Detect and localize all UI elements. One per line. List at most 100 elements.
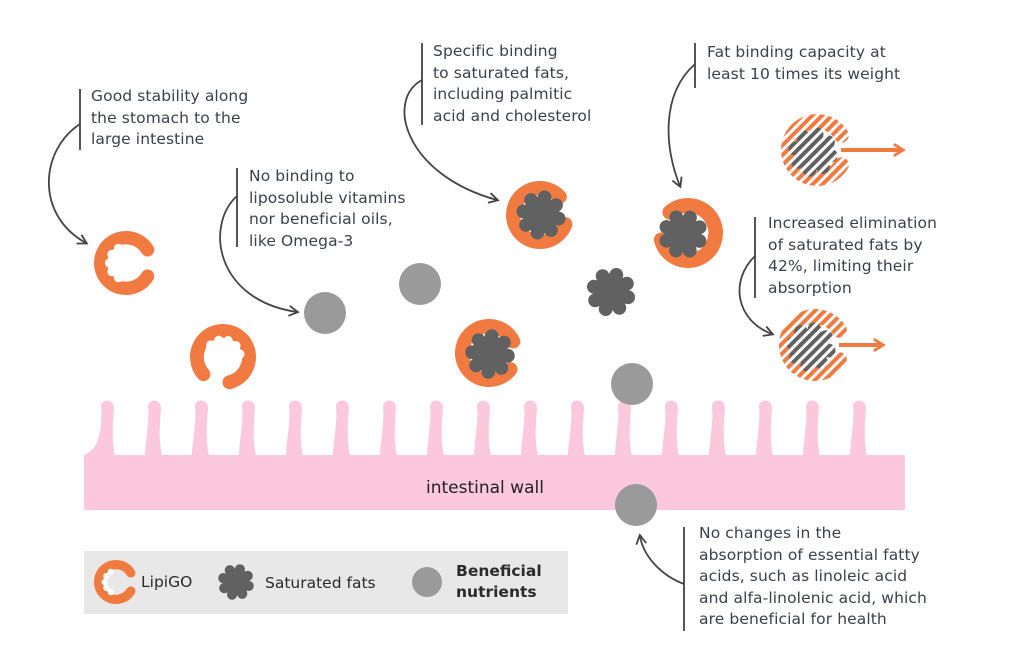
callout-essential-fatty-acids: No changes in the absorption of essentia… (699, 523, 927, 631)
callout-line: 42%, limiting their (768, 257, 914, 275)
saturated-fat-bound-2 (659, 210, 707, 258)
fat-lobe (682, 243, 697, 258)
lipigo-notch (223, 335, 233, 346)
lipigo-body (455, 319, 521, 387)
legend-label-saturated-fats: Saturated fats (265, 574, 376, 592)
fat-lobe (219, 583, 230, 594)
fat-lobe (683, 210, 697, 225)
callout-line: nor beneficial oils, (249, 210, 393, 228)
callout-line: Fat binding capacity at (707, 43, 886, 61)
fat-lobe (609, 267, 624, 282)
lipigo-bound-3 (455, 319, 521, 387)
lipigo-body (190, 324, 256, 390)
fat-lobe (586, 279, 601, 294)
fat-lobe (496, 335, 511, 350)
callout-line: including palmitic (433, 85, 573, 103)
callout-line: to saturated fats, (433, 63, 570, 82)
callout-line: of saturated fats by (768, 235, 923, 254)
lipigo-notch (206, 340, 216, 350)
villus (614, 400, 636, 470)
arrow-essential-fatty-acids (635, 533, 685, 585)
lipigo-icon (94, 560, 136, 604)
fat-lobe (692, 220, 707, 235)
saturated-fat-bound-3 (465, 329, 515, 379)
lipigo-notch (107, 267, 117, 277)
saturated-fat-icon (218, 564, 254, 600)
fat-lobe (544, 223, 558, 237)
villus (708, 400, 730, 470)
fat-lobe (659, 233, 674, 248)
lipigo-notch (113, 273, 123, 283)
lipigo-free-2 (190, 324, 256, 390)
fat-lobe (612, 300, 627, 315)
lipigo-notch (107, 589, 114, 596)
fat-lobe (549, 198, 563, 212)
villus (97, 400, 119, 470)
callout-line: Increased elimination (768, 214, 938, 232)
callout-line: acids, such as linoleic acid (699, 567, 908, 585)
callout-line: Good stability along (91, 87, 249, 105)
arrow-elimination (738, 255, 775, 337)
arrow-no-vitamin-binding (219, 195, 300, 317)
fat-lobe (218, 572, 229, 584)
lipigo-notch (107, 568, 114, 575)
villus (238, 400, 260, 470)
fat-lobe (471, 333, 486, 348)
fat-lobe (242, 570, 253, 581)
callout-line: Specific binding (433, 42, 558, 60)
villus (191, 400, 213, 470)
fat-lobe (234, 564, 246, 575)
legend-label-beneficial: Beneficial (456, 562, 542, 580)
fat-lobe (669, 243, 683, 258)
callout-line: absorption of essential fatty (699, 545, 920, 564)
intestinal-wall-base (84, 470, 905, 510)
lipigo-notch (113, 243, 123, 253)
callout-line: liposoluble vitamins (249, 188, 406, 207)
villus (285, 400, 307, 470)
intestinal-wall (84, 400, 905, 510)
eliminated-complex-1 (779, 112, 902, 188)
fat-lobe (530, 225, 545, 240)
lipigo-notch (235, 349, 245, 359)
fat-lobe (237, 588, 248, 599)
fat-lobe (465, 345, 480, 360)
fat-lobe (494, 360, 509, 375)
villus (426, 400, 448, 470)
lipigo-body (94, 231, 155, 295)
lipigo-body (506, 181, 573, 249)
villus (755, 400, 777, 470)
fat-lobe (619, 276, 634, 291)
lipigo-notch (104, 258, 114, 268)
callout-line: like Omega-3 (249, 231, 354, 250)
villus (144, 400, 166, 470)
beneficial-nutrient-2 (399, 263, 441, 305)
villus (379, 400, 401, 470)
fat-lobe (243, 580, 254, 592)
fat-lobe (537, 190, 552, 205)
beneficial-nutrient-absorbed (615, 484, 657, 526)
villus (473, 400, 495, 470)
fat-lobe (516, 204, 531, 219)
villus (661, 400, 683, 470)
villus (567, 400, 589, 470)
callout-line: No changes in the (699, 524, 842, 542)
beneficial-nutrient-icon (412, 567, 442, 597)
fat-lobe (481, 364, 496, 379)
villus (849, 400, 871, 470)
stripe-overlay (779, 112, 855, 188)
villus (332, 400, 354, 470)
legend-icons (94, 560, 442, 604)
lipigo-notch (101, 578, 108, 586)
villus (520, 400, 542, 470)
fat-lobe (226, 589, 238, 600)
saturated-fat-free (586, 267, 636, 317)
fat-lobe (692, 234, 707, 248)
eliminated-complex-2 (777, 307, 882, 383)
arrow-stability (47, 123, 89, 245)
lipigo-notch (214, 335, 224, 345)
lipigo-notch (107, 249, 117, 259)
fat-lobe (519, 218, 533, 232)
arrow-specific-binding (403, 79, 500, 204)
